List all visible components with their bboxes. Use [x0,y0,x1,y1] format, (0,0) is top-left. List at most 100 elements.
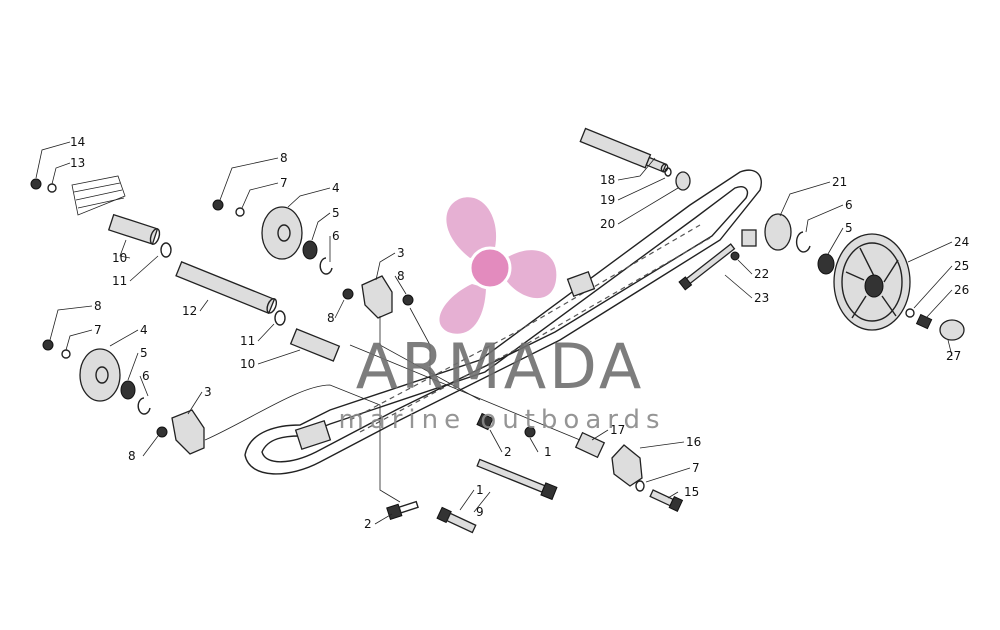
callout-6b: 6 [142,369,150,383]
washer-13 [47,183,57,193]
callout-10: 10 [112,251,127,265]
callout-5c: 5 [845,221,853,235]
callout-17: 17 [610,423,625,437]
bolt-1-lower [436,506,477,534]
callout-10b: 10 [240,357,255,371]
washer-20 [675,171,691,191]
callout-20: 20 [600,217,615,231]
propeller-icon [439,197,557,334]
callout-3: 3 [397,246,405,260]
nut-8-upper-wheel [212,199,224,211]
callout-9: 9 [476,505,484,519]
rail-bracket-front [294,420,332,450]
bearing-5-rear [817,253,835,275]
callout-11b: 11 [240,334,255,348]
spacer-17 [574,431,606,459]
wheel-hub-21 [764,213,792,251]
washer-7-lower-wheel [61,349,71,359]
nut-14 [30,178,42,190]
rear-wheel-24 [833,233,911,331]
callout-labels: 14 13 8 7 4 5 6 10 11 12 3 8 8 11 10 8 7… [70,135,969,531]
ring-11-upper [160,242,172,258]
axle-12 [175,261,278,315]
callout-6: 6 [332,229,340,243]
callout-27: 27 [946,349,961,363]
idler-wheel-4-lower [79,348,121,402]
callout-6c: 6 [845,198,853,212]
watermark-subtitle: marine outboards [338,405,665,435]
callout-5b: 5 [140,346,148,360]
nut-22 [730,251,740,261]
snap-ring-6-lower [137,397,151,415]
callout-13: 13 [70,156,85,170]
washer-7-adjuster [635,480,645,492]
idler-wheel-4-upper [261,206,303,260]
callout-7c: 7 [692,461,700,475]
parts-group [30,127,965,534]
nut-8-lower-wheel [42,339,54,351]
callout-7b: 7 [94,323,102,337]
callout-25: 25 [954,259,969,273]
callout-11: 11 [112,274,127,288]
callout-16: 16 [686,435,701,449]
snap-ring-6-rear [795,231,811,253]
callout-8b: 8 [397,269,405,283]
washer-7-upper-wheel [235,207,245,217]
callout-4: 4 [332,181,340,195]
callout-8: 8 [280,151,288,165]
callout-18: 18 [600,173,615,187]
bolt-26 [915,313,933,330]
rail-bracket-rear [741,229,757,247]
callout-5: 5 [332,206,340,220]
bearing-5-lower [120,380,136,400]
callout-4b: 4 [140,323,148,337]
callout-3b: 3 [204,385,212,399]
nut-8-bracket-upper-right [402,294,414,306]
callout-24: 24 [954,235,969,249]
callout-2b: 2 [364,517,372,531]
rail-bracket-mid [566,270,596,298]
slide-rail-frame [71,169,762,475]
callout-1b: 1 [476,483,484,497]
track-adjuster-16 [611,444,643,487]
callout-8d: 8 [94,299,102,313]
callout-14: 14 [70,135,85,149]
spacer-tube-10-lower [289,328,341,362]
ring-11-lower [274,310,286,326]
bolt-2-mid [476,412,494,431]
callout-22: 22 [754,267,769,281]
nut-8-bracket-lower [156,426,168,438]
rear-axle-18 [579,127,669,173]
callout-2: 2 [504,445,512,459]
callout-15: 15 [684,485,699,499]
spacer-tube-10-upper [107,213,161,245]
callout-23: 23 [754,291,769,305]
bearing-5-upper [302,240,318,260]
frame-fragment-hatched [71,175,126,216]
leader-lines [35,141,953,525]
callout-12: 12 [182,304,197,318]
axle-bracket-3-lower [171,409,205,455]
callout-7: 7 [280,176,288,190]
callout-19: 19 [600,193,615,207]
bolt-23 [678,243,736,291]
bolt-15 [649,489,684,512]
nut-8-bracket-upper-left [342,288,354,300]
long-bolt-9 [476,458,558,501]
callout-1: 1 [544,445,552,459]
washer-19 [664,167,672,177]
callout-8e: 8 [128,449,136,463]
callout-8c: 8 [327,311,335,325]
nut-1-mid [524,426,536,438]
hub-cap-27 [939,319,965,341]
axle-bracket-3-upper [361,275,393,319]
callout-26: 26 [954,283,969,297]
washer-25 [905,308,915,318]
watermark: ARMADA marine outboards [338,197,665,435]
callout-21: 21 [832,175,847,189]
bolt-2-lower [386,500,419,521]
watermark-title: ARMADA [356,330,644,403]
snap-ring-6-upper [319,257,333,275]
